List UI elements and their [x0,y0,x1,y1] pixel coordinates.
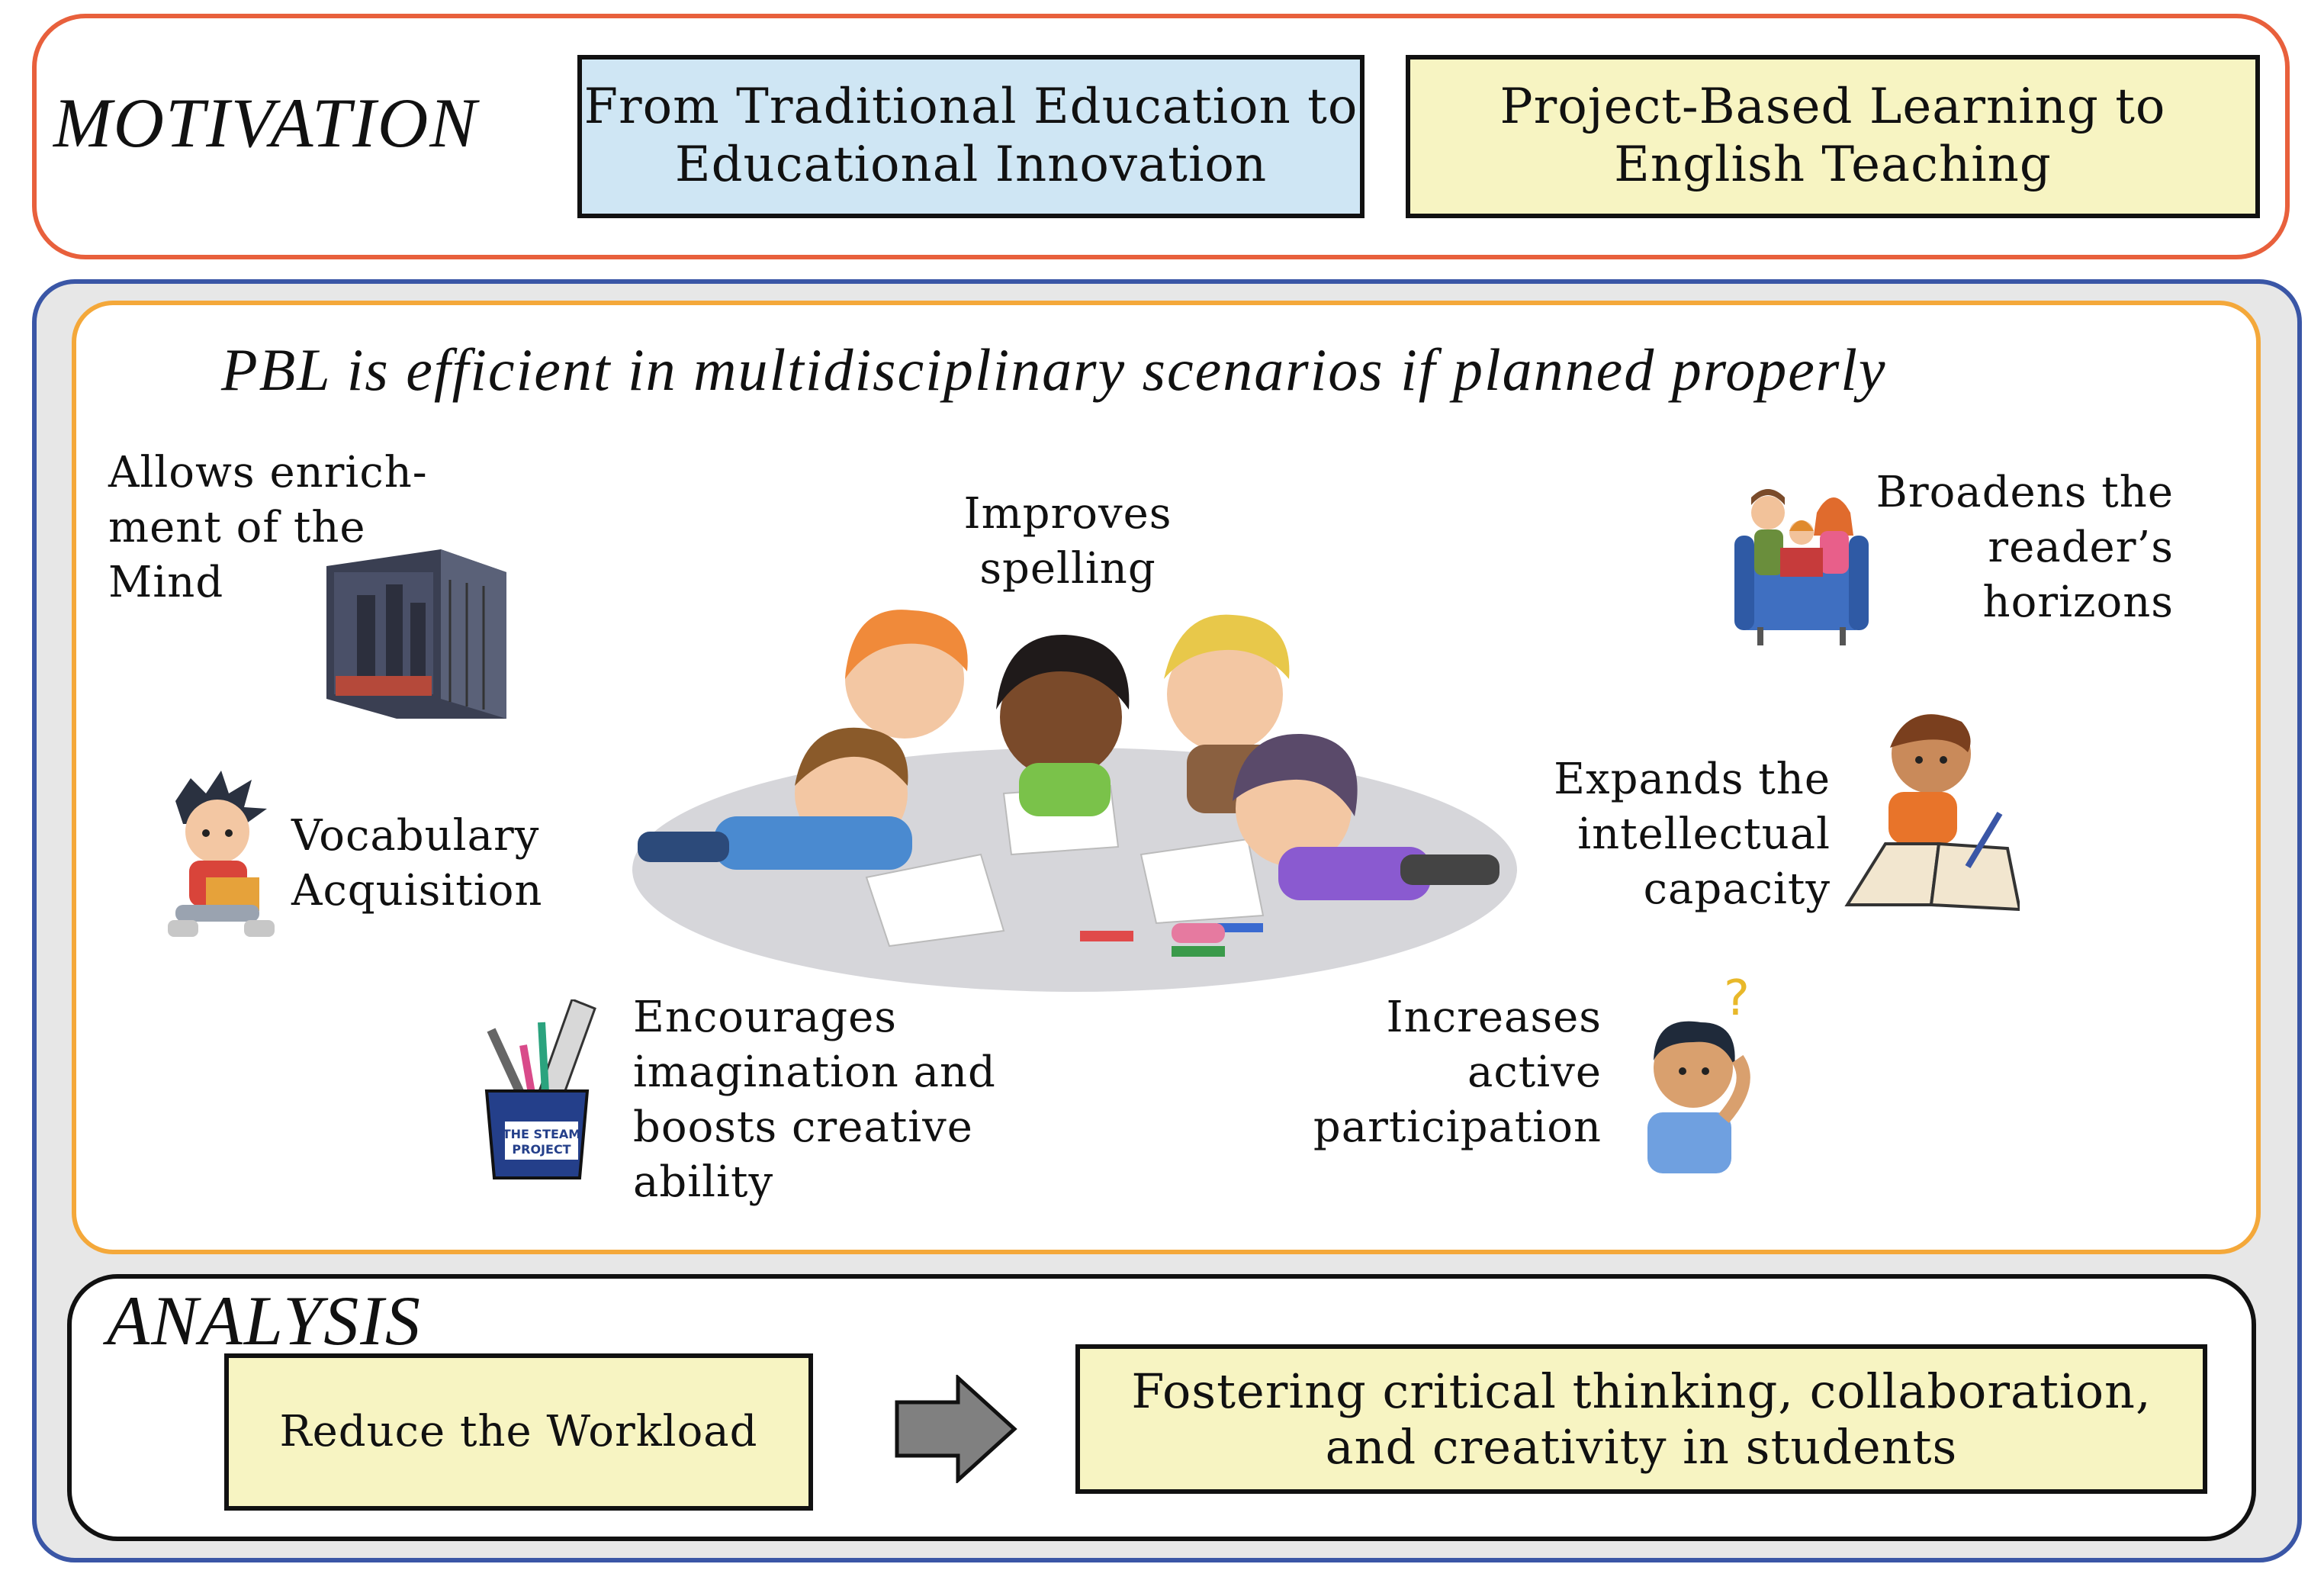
benefit-broadens-line: Broadens the [1876,468,2174,517]
book-box-set-illustration [326,549,506,719]
benefit-spelling: Improves spelling [946,487,1190,597]
benefit-increases-line: active [1467,1048,1602,1097]
benefit-increases-line: Increases [1386,993,1602,1042]
benefit-vocabulary-line: Vocabulary [291,811,540,861]
benefit-enrichment-line: Allows enrich- [108,448,428,497]
fostering-line-1: Fostering critical thinking, collaborati… [1131,1363,2152,1419]
benefit-spelling-line: Improves [963,489,1172,539]
right-arrow-icon [895,1375,1017,1483]
steam-logo-line-2: PROJECT [512,1142,571,1157]
benefit-vocabulary: Vocabulary Acquisition [291,809,612,919]
student-writing-illustration [1844,714,2020,912]
benefit-increases-line: participation [1313,1102,1602,1152]
fostering-skills-box: Fostering critical thinking, collaborati… [1075,1344,2207,1494]
benefit-enrichment: Allows enrich- ment of the Mind [108,446,505,610]
child-reading-illustration [168,771,275,937]
children-drawing-illustration [632,610,1517,992]
benefit-encourages-line: imagination and [633,1048,996,1097]
benefit-expands-line: intellectual [1577,809,1831,859]
pbl-box-line-1: Project-Based Learning to [1500,79,2166,136]
thinking-child-illustration: ? [1647,970,1750,1173]
reduce-workload-text: Reduce the Workload [279,1406,758,1456]
benefit-encourages-line: boosts creative [633,1102,973,1152]
family-reading-illustration [1734,489,1869,645]
analysis-title: ANALYSIS [107,1282,422,1360]
reduce-workload-box: Reduce the Workload [224,1353,813,1511]
benefit-encourages-line: Encourages [633,993,897,1042]
benefit-imagination: Encourages imagination and boosts creati… [633,990,1091,1210]
traditional-box-line-2: Educational Innovation [674,137,1268,193]
pbl-statement: PBL is efficient in multidisciplinary sc… [221,336,1887,403]
traditional-box-line-1: From Traditional Education to [583,79,1358,136]
benefit-enrichment-line: ment of the [108,503,366,552]
benefit-vocabulary-line: Acquisition [291,866,543,916]
svg-text:?: ? [1724,970,1750,1027]
benefit-broadens-line: reader’s [1988,523,2174,572]
motivation-title: MOTIVATION [53,84,478,162]
benefit-broadens-horizons: Broadens the reader’s horizons [1815,465,2174,630]
pbl-english-box: Project-Based Learning to English Teachi… [1406,55,2260,218]
benefit-spelling-line: spelling [979,544,1156,594]
traditional-education-box: From Traditional Education to Educationa… [577,55,1365,218]
benefit-expands-line: Expands the [1554,755,1831,804]
benefit-expands-line: capacity [1643,864,1831,914]
fostering-line-2: and creativity in students [1325,1419,1958,1475]
steam-logo-line-1: THE STEAM [503,1127,580,1141]
pbl-box-line-2: English Teaching [1614,137,2052,193]
benefit-intellectual-capacity: Expands the intellectual capacity [1533,752,1831,917]
benefit-broadens-line: horizons [1982,578,2174,627]
benefit-participation: Increases active participation [1297,990,1602,1155]
steam-project-cup-illustration: THE STEAM PROJECT [484,999,596,1179]
benefit-encourages-line: ability [633,1157,774,1207]
benefit-enrichment-line: Mind [108,558,224,607]
